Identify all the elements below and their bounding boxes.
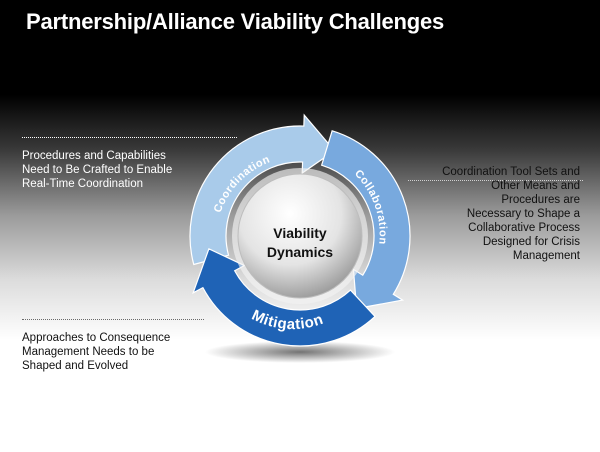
mitigation-arrow [192, 247, 376, 347]
coordination-arrow [189, 113, 336, 266]
leader-line-right [408, 180, 583, 181]
note-line: Shaped and Evolved [22, 360, 129, 372]
note-mitigation: Approaches to Consequence Management Nee… [22, 331, 170, 373]
note-line: Management [512, 250, 580, 262]
note-collaboration: Coordination Tool Sets and Other Means a… [420, 165, 580, 263]
note-line: Need to Be Crafted to Enable [22, 164, 173, 176]
note-line: Designed for Crisis [482, 236, 580, 248]
note-line: Management Needs to be [22, 346, 155, 358]
note-line: Procedures and Capabilities [22, 150, 166, 162]
slide-title: Partnership/Alliance Viability Challenge… [26, 9, 445, 34]
leader-line-left-bottom [22, 319, 204, 320]
center-label-line2: Dynamics [267, 244, 333, 260]
center-label-line1: Viability [273, 225, 327, 241]
note-coordination: Procedures and Capabilities Need to Be C… [22, 149, 172, 191]
note-line: Approaches to Consequence [22, 332, 171, 344]
note-line: Real-Time Coordination [22, 178, 144, 190]
note-line: Procedures are [501, 194, 580, 206]
leader-line-left-top [22, 137, 237, 138]
center-sphere [237, 173, 363, 299]
drop-shadow [205, 341, 395, 363]
note-line: Other Means and [491, 180, 580, 192]
note-line: Collaborative Process [468, 222, 580, 234]
collaboration-arrow [320, 130, 411, 310]
note-line: Necessary to Shape a [466, 208, 580, 220]
note-line: Coordination Tool Sets and [442, 166, 580, 178]
